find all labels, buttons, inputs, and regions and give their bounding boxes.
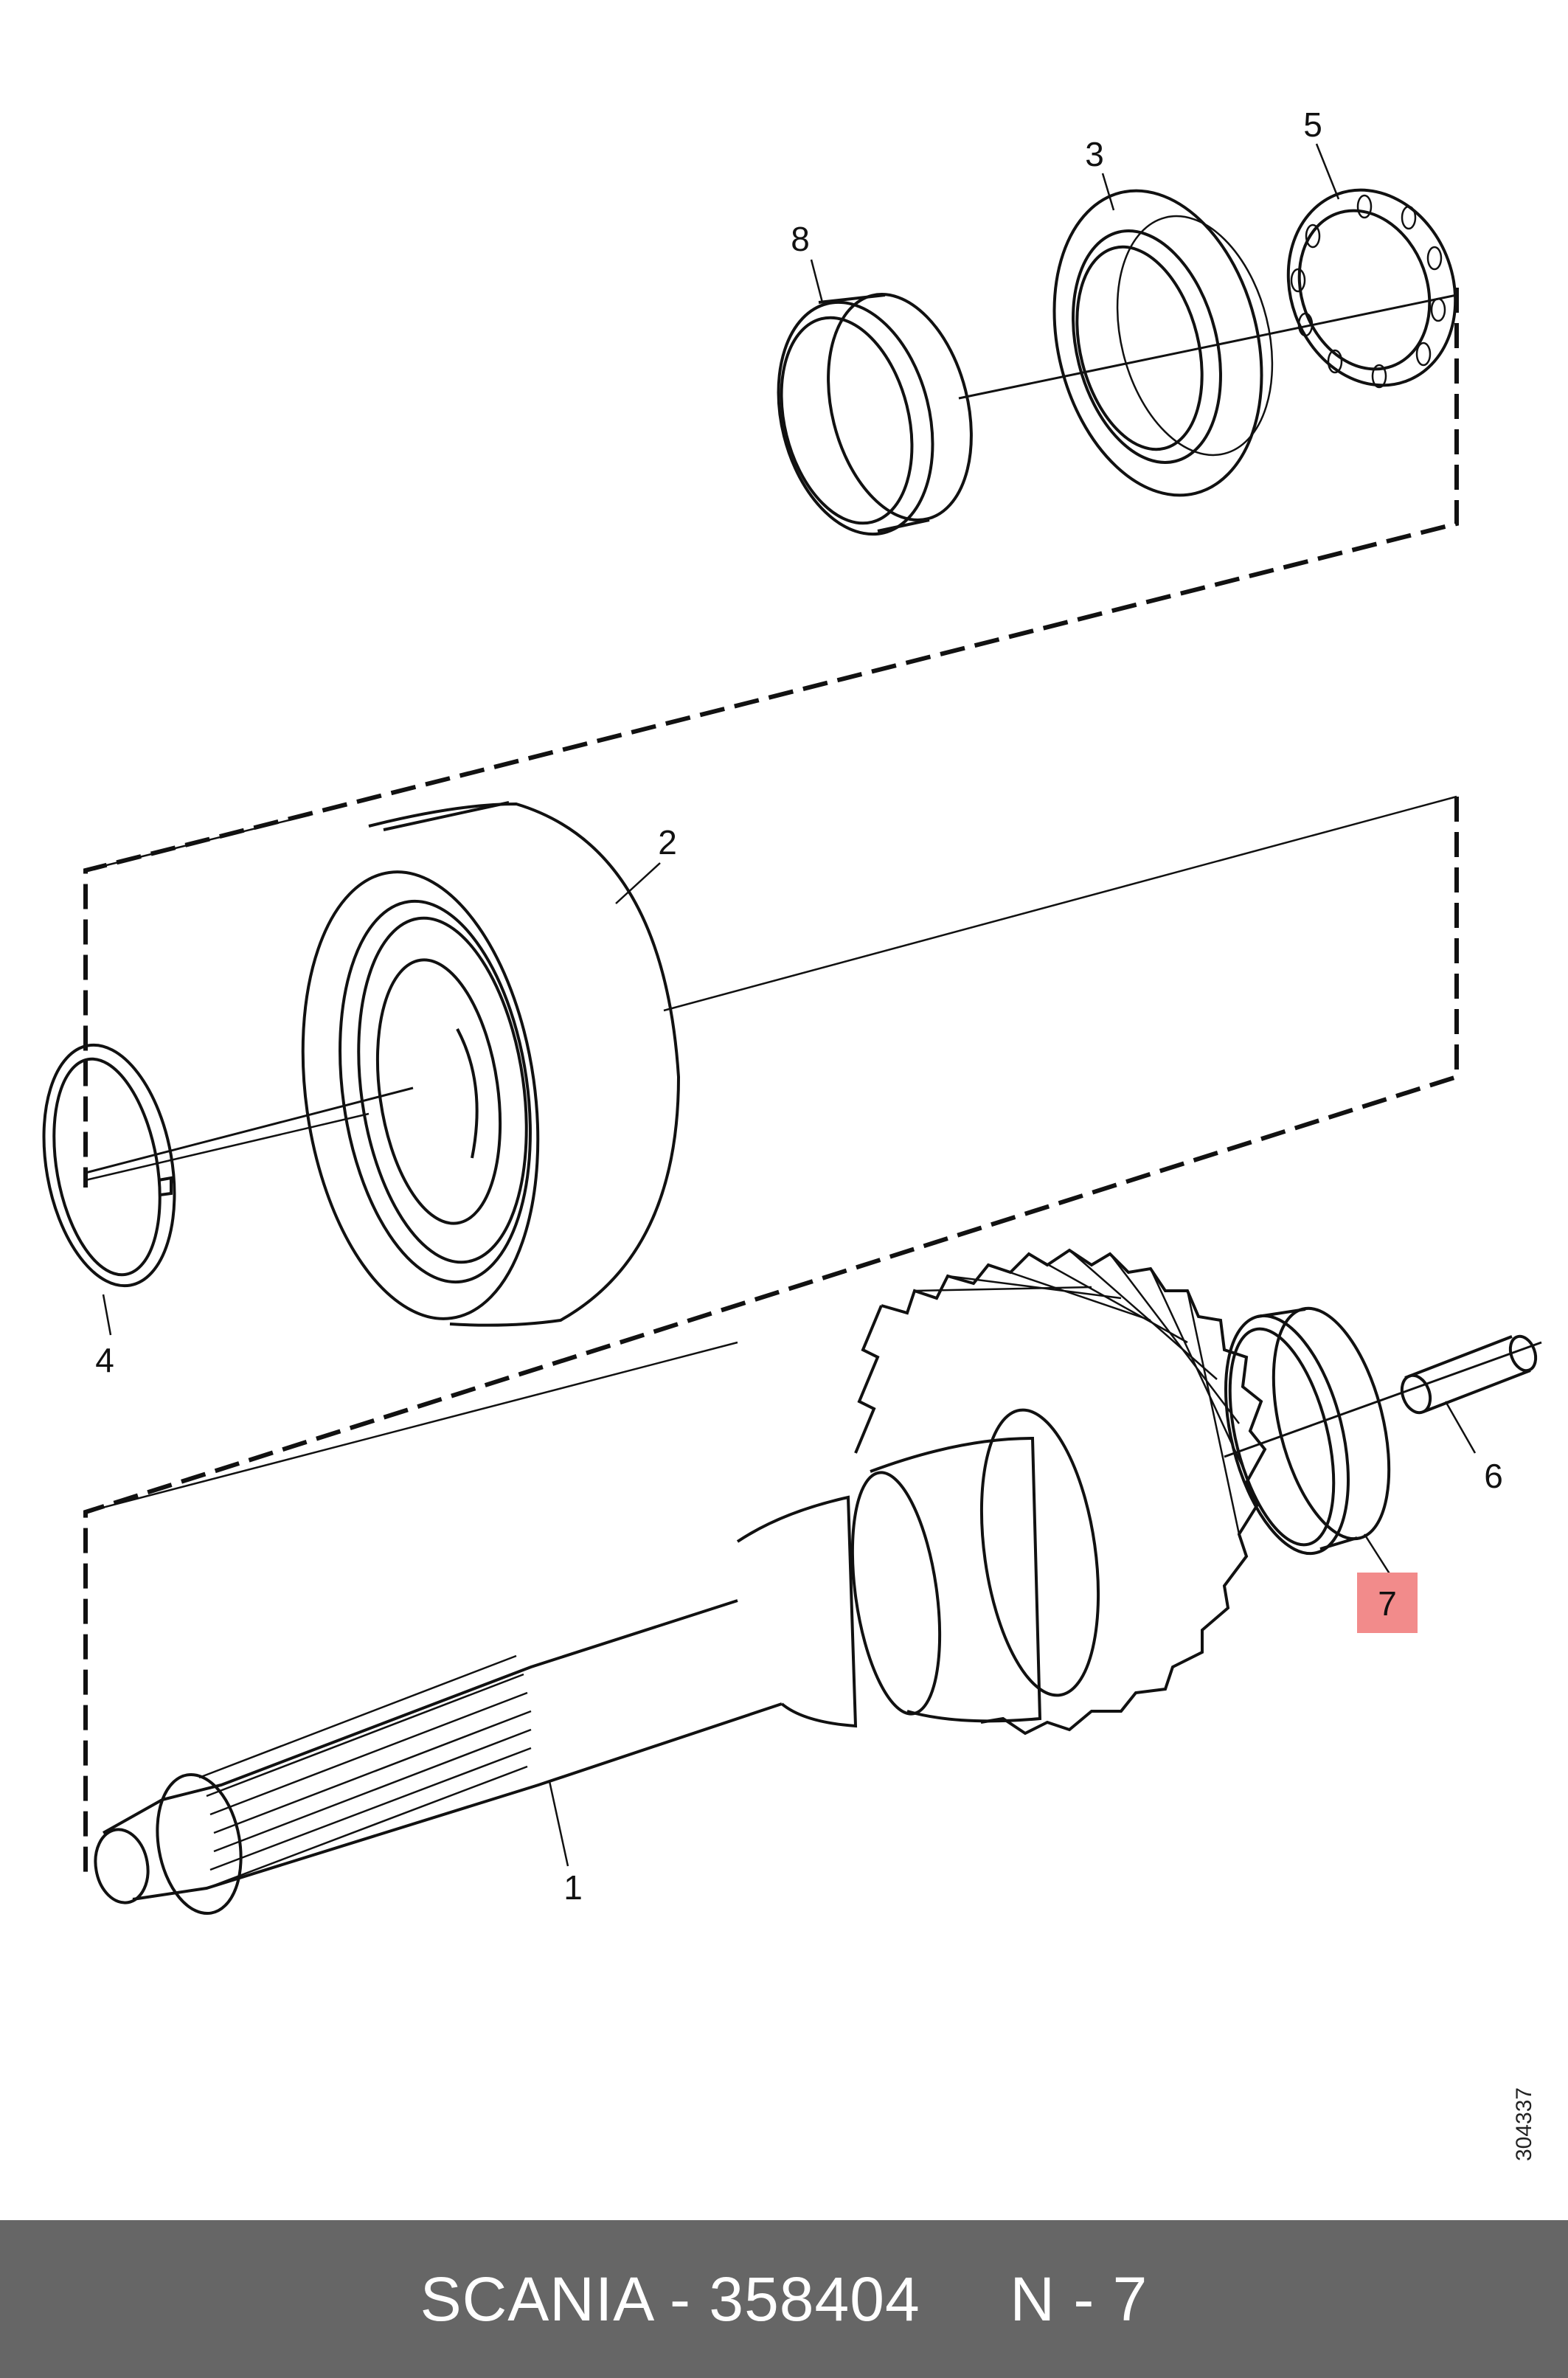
footer-text: SCANIA - 358404 N - 7 xyxy=(420,2264,1148,2335)
footer-gap xyxy=(920,2264,1010,2334)
callout-leader-lines xyxy=(102,143,1477,1867)
exploded-view-diagram: 8 3 5 2 4 6 7 1 xyxy=(42,105,1542,1916)
assembly-guide-lines xyxy=(83,288,1459,1873)
callout-3: 3 xyxy=(1085,135,1104,173)
callout-2: 2 xyxy=(658,823,677,862)
callout-7: 7 xyxy=(1378,1584,1397,1623)
footer-separator: - xyxy=(651,2264,710,2334)
footer-brand: SCANIA xyxy=(420,2264,652,2334)
callout-5: 5 xyxy=(1303,105,1322,144)
part-2-roller-bearing xyxy=(301,801,681,1327)
center-axis-lines xyxy=(85,294,1542,1458)
part-7-sleeve xyxy=(1224,1306,1391,1556)
drawing-code: 304337 xyxy=(1512,2087,1536,2161)
footer-part-number: 358404 xyxy=(709,2264,920,2334)
highlight-box xyxy=(1357,1573,1418,1633)
part-6-pin xyxy=(1400,1334,1538,1415)
callout-1: 1 xyxy=(563,1868,583,1907)
part-5-bearing-cage xyxy=(1286,188,1457,389)
footer-position: N - 7 xyxy=(1010,2264,1148,2334)
part-3-seal xyxy=(1052,189,1274,497)
part-8-sleeve xyxy=(777,293,973,536)
callout-8: 8 xyxy=(791,220,810,258)
footer-bar: SCANIA - 358404 N - 7 xyxy=(0,2220,1568,2378)
callout-4: 4 xyxy=(95,1341,114,1379)
part-4-retaining-ring xyxy=(42,1043,176,1288)
callout-6: 6 xyxy=(1484,1457,1503,1495)
part-1-main-shaft xyxy=(94,1248,1267,1916)
